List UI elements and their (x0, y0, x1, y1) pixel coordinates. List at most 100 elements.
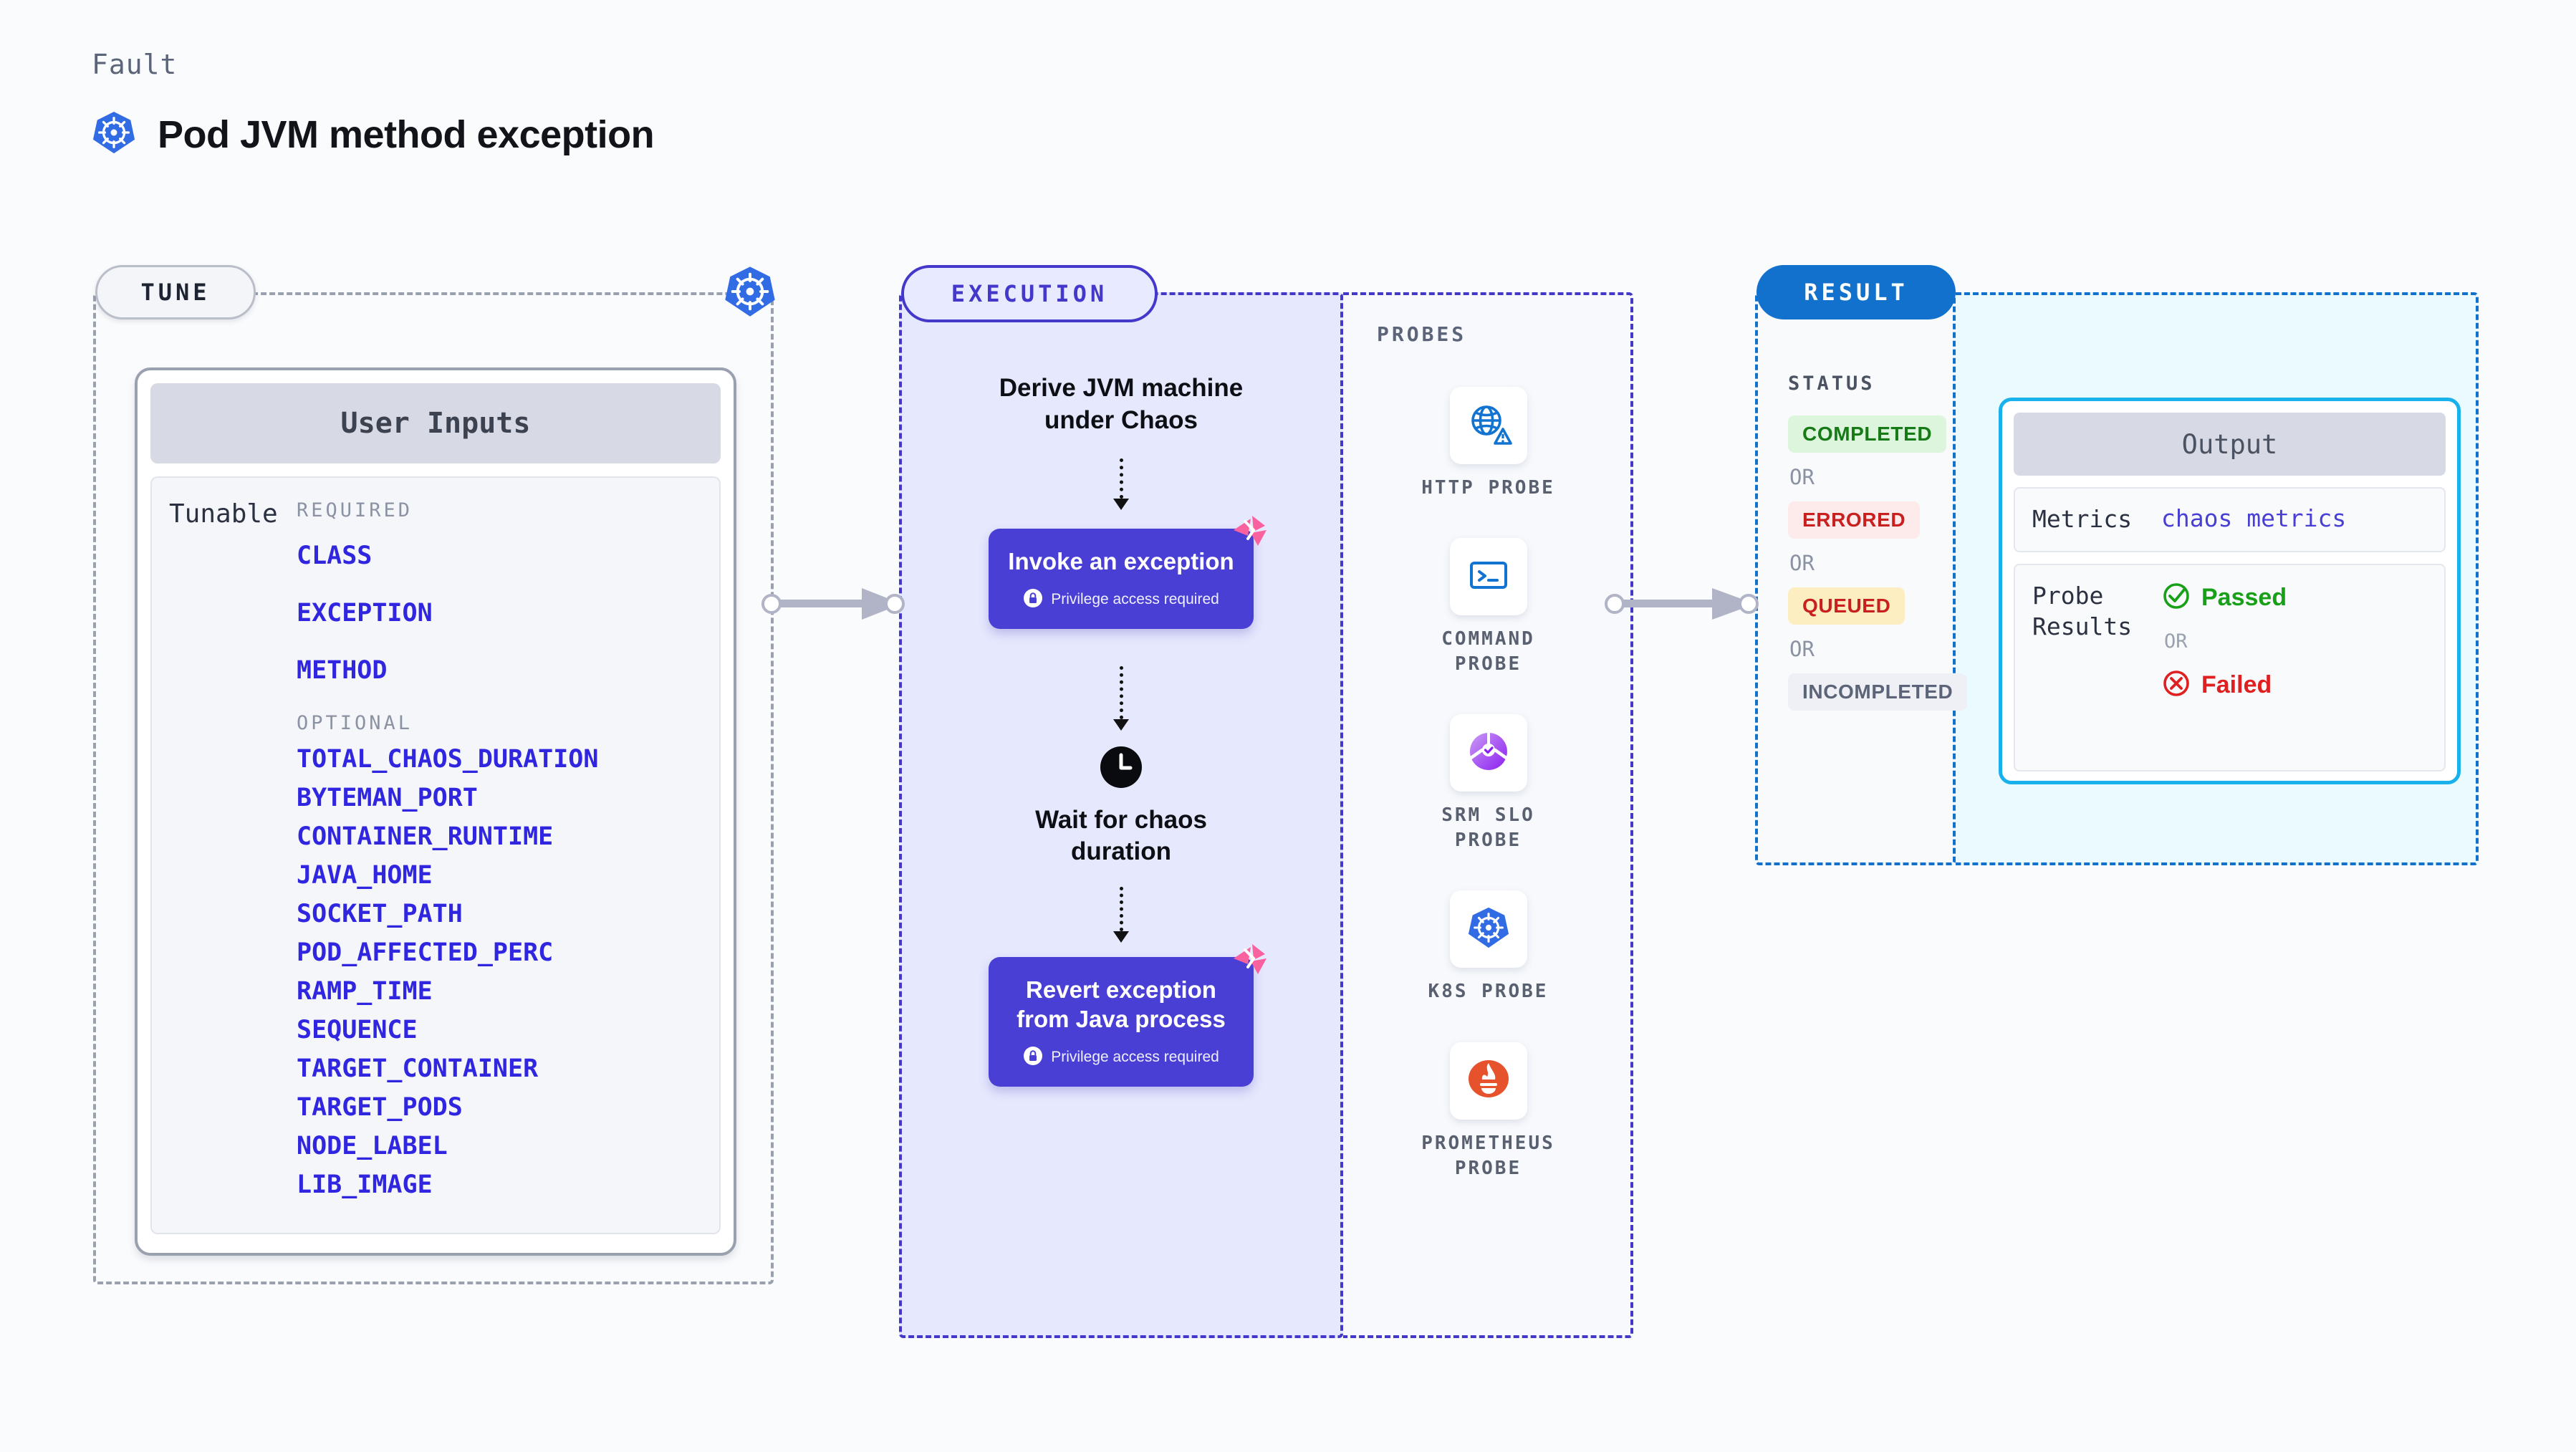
tunable-item-exception[interactable]: EXCEPTION (297, 599, 433, 628)
probe-prometheus[interactable]: PROMETHEUS PROBE (1399, 1042, 1578, 1181)
srm-slo-icon (1466, 730, 1512, 777)
or-separator: OR (1789, 551, 1815, 575)
status-title: STATUS (1788, 372, 1875, 395)
privilege-badge: Privilege access required (1003, 588, 1239, 612)
check-circle-icon (2161, 581, 2191, 615)
output-probe-results-row: Probe Results Passed OR (2014, 563, 2446, 771)
passed-label: Passed (2201, 583, 2287, 611)
tunable-item-method[interactable]: METHOD (297, 656, 388, 685)
probe-label: HTTP PROBE (1421, 477, 1555, 499)
tunable-item-target-container[interactable]: TARGET_CONTAINER (297, 1054, 539, 1083)
probe-label: SRM SLO PROBE (1441, 804, 1535, 852)
page-header: Fault Pod JVM method exception (92, 49, 655, 158)
tunable-item-sequence[interactable]: SEQUENCE (297, 1016, 418, 1044)
action-card-revert-exception[interactable]: Revert exception from Java process Privi… (989, 944, 1267, 1087)
wait-heading: Wait for chaos duration (1035, 805, 1207, 866)
user-inputs-header: User Inputs (150, 383, 721, 463)
derive-jvm-heading: Derive JVM machine under Chaos (999, 374, 1244, 434)
action-card-invoke-exception[interactable]: Invoke an exception Privilege access req… (989, 515, 1267, 629)
result-section-pill[interactable]: RESULT (1756, 265, 1956, 319)
probes-section-frame (1343, 292, 1633, 1338)
privilege-badge: Privilege access required (1003, 1046, 1239, 1069)
globe-warning-icon (1465, 400, 1512, 451)
probe-srm-slo[interactable]: SRM SLO PROBE (1399, 714, 1578, 853)
flow-arrow-1 (1113, 458, 1129, 510)
probe-results-values: Passed OR Failed (2161, 581, 2287, 702)
tune-section-pill[interactable]: TUNE (95, 265, 256, 319)
tunable-item-total-chaos-duration[interactable]: TOTAL_CHAOS_DURATION (297, 745, 599, 774)
probes-list: HTTP PROBE COMMAND PROBE (1343, 387, 1633, 1181)
output-metrics-value[interactable]: chaos metrics (2161, 504, 2347, 532)
tunable-item-ramp-time[interactable]: RAMP_TIME (297, 977, 433, 1006)
status-badge-completed: COMPLETED (1788, 415, 1947, 453)
wait-step: Wait for chaos duration (1035, 745, 1207, 869)
probe-http[interactable]: HTTP PROBE (1399, 387, 1578, 501)
tunable-item-socket-path[interactable]: SOCKET_PATH (297, 900, 463, 928)
lock-icon (1023, 1046, 1043, 1069)
connector-probes-to-result (1605, 584, 1759, 628)
tunable-item-java-home[interactable]: JAVA_HOME (297, 861, 433, 890)
kubernetes-icon (92, 110, 136, 158)
required-group-title: REQUIRED (297, 499, 413, 521)
terminal-icon (1466, 553, 1511, 601)
tunable-item-pod-affected-perc[interactable]: POD_AFFECTED_PERC (297, 938, 554, 967)
probe-label: COMMAND PROBE (1441, 628, 1535, 675)
status-badge-queued: QUEUED (1788, 587, 1905, 625)
tunable-list: REQUIRED CLASS EXCEPTION METHOD OPTIONAL… (288, 499, 719, 1233)
tunable-row-label: Tunable (169, 499, 278, 529)
fault-label: Fault (92, 49, 178, 80)
probe-tile (1449, 714, 1527, 792)
kubernetes-icon (724, 265, 777, 322)
tunable-item-lib-image[interactable]: LIB_IMAGE (297, 1170, 433, 1199)
or-separator: OR (1789, 465, 1815, 489)
tune-section-frame (93, 292, 774, 1284)
action-card-title: Invoke an exception (1008, 547, 1234, 574)
failed-label: Failed (2201, 670, 2272, 698)
execution-flow: Derive JVM machine under Chaos Invoke an… (899, 372, 1343, 1087)
probe-command[interactable]: COMMAND PROBE (1399, 538, 1578, 677)
probes-title: PROBES (1377, 322, 1467, 346)
output-metrics-key: Metrics (2032, 505, 2133, 533)
probe-label: PROMETHEUS PROBE (1421, 1132, 1555, 1179)
tunable-item-target-pods[interactable]: TARGET_PODS (297, 1093, 463, 1122)
probe-k8s[interactable]: K8S PROBE (1399, 890, 1578, 1004)
execution-section-pill[interactable]: EXECUTION (901, 265, 1158, 322)
litmus-chaos-icon (1229, 511, 1269, 555)
result-section-frame (1755, 292, 1956, 865)
probe-tile (1449, 538, 1527, 616)
or-separator: OR (2164, 630, 2188, 653)
probe-tile (1449, 1042, 1527, 1120)
tunable-item-class[interactable]: CLASS (297, 542, 373, 570)
probe-tile (1449, 387, 1527, 464)
tunable-item-byteman-port[interactable]: BYTEMAN_PORT (297, 784, 478, 812)
probe-label: K8S PROBE (1428, 981, 1549, 1003)
x-circle-icon (2161, 668, 2191, 702)
probe-result-failed: Failed (2161, 668, 2287, 702)
connector-tune-to-execution (761, 584, 905, 628)
status-badge-errored: ERRORED (1788, 501, 1921, 539)
tunable-item-container-runtime[interactable]: CONTAINER_RUNTIME (297, 822, 554, 851)
output-probe-results-key: Probe Results (2032, 581, 2133, 640)
user-inputs-card: User Inputs Tunable REQUIRED CLASS EXCEP… (135, 367, 736, 1256)
output-metrics-row: Metrics chaos metrics (2014, 487, 2446, 552)
lock-icon (1023, 588, 1043, 612)
or-separator: OR (1789, 637, 1815, 661)
privilege-text: Privilege access required (1051, 591, 1219, 607)
page-title: Pod JVM method exception (158, 112, 655, 156)
privilege-text: Privilege access required (1051, 1049, 1219, 1066)
flow-arrow-2 (1113, 665, 1129, 731)
probe-result-passed: Passed (2161, 581, 2287, 615)
output-card: Output Metrics chaos metrics Probe Resul… (1999, 398, 2461, 784)
litmus-chaos-icon (1229, 940, 1269, 984)
optional-group-title: OPTIONAL (297, 712, 413, 734)
action-card-title: Revert exception from Java process (1017, 976, 1226, 1032)
output-header: Output (2014, 413, 2446, 476)
prometheus-icon (1466, 1057, 1512, 1104)
clock-icon (1099, 745, 1143, 793)
status-list: COMPLETED OR ERRORED OR QUEUED OR INCOMP… (1788, 415, 1968, 711)
kubernetes-icon (1466, 905, 1511, 953)
probe-tile (1449, 890, 1527, 968)
tunable-item-node-label[interactable]: NODE_LABEL (297, 1132, 448, 1160)
flow-arrow-3 (1113, 887, 1129, 943)
status-badge-incompleted: INCOMPLETED (1788, 673, 1968, 711)
